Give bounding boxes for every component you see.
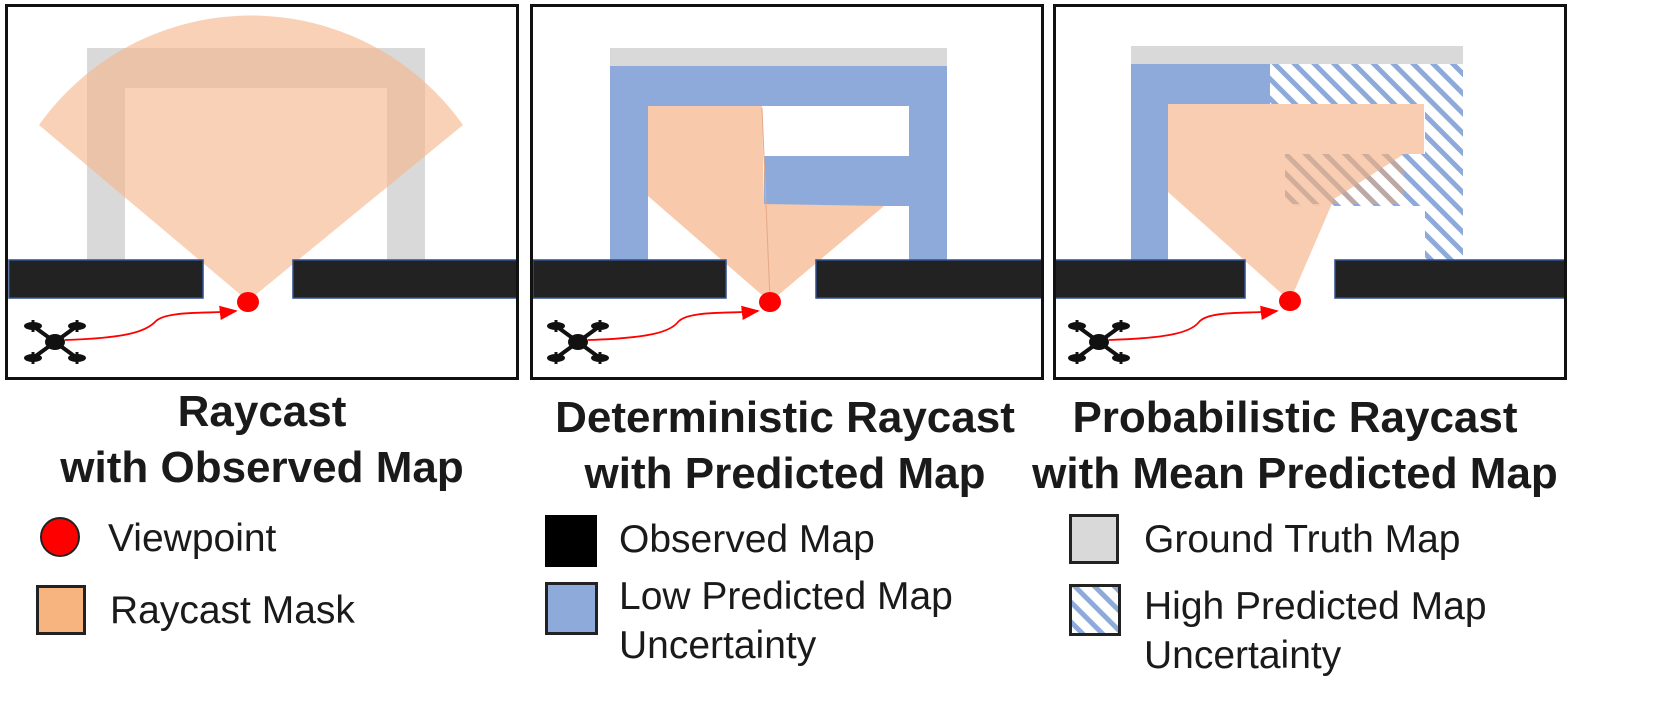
caption-line: with Mean Predicted Map <box>1032 449 1558 498</box>
panel-probabilistic-predicted <box>1053 4 1567 380</box>
caption-line: with Observed Map <box>60 443 464 492</box>
low-uncertainty-swatch <box>545 582 598 635</box>
caption-line: Raycast <box>177 387 347 436</box>
predicted-low-uncertainty <box>1131 64 1271 260</box>
panel-deterministic-predicted <box>530 4 1044 380</box>
legend-label: Ground Truth Map <box>1144 518 1461 561</box>
raycast-mask-swatch <box>36 585 86 635</box>
predicted-low-uncertainty <box>610 66 947 261</box>
ground-truth-strip <box>1131 46 1463 66</box>
caption-line: with Predicted Map <box>584 449 986 498</box>
trajectory-arrow-icon <box>64 305 238 341</box>
legend-label: High Predicted Map <box>1144 585 1487 628</box>
ground-truth-swatch <box>1069 514 1119 564</box>
viewpoint-icon <box>40 517 80 557</box>
legend-viewpoint: Viewpoint <box>38 515 276 563</box>
legend-observed-map: Observed Map <box>545 515 875 567</box>
observed-wall-right <box>815 259 1043 299</box>
caption-panel-1: Raycast with Observed Map <box>0 384 532 496</box>
legend-label: Raycast Mask <box>110 589 355 632</box>
viewpoint-marker-icon <box>759 292 781 312</box>
viewpoint-marker-icon <box>237 292 259 312</box>
legend-label: Uncertainty <box>1144 634 1342 677</box>
observed-map-swatch <box>545 515 597 567</box>
high-uncertainty-swatch <box>1069 584 1121 636</box>
ground-truth-strip <box>610 48 947 68</box>
caption-line: Probabilistic Raycast <box>1072 393 1518 442</box>
observed-wall-left <box>532 259 727 299</box>
legend-label: Low Predicted Map <box>619 575 953 618</box>
legend-raycast-mask: Raycast Mask <box>36 585 355 635</box>
caption-panel-2: Deterministic Raycast with Predicted Map <box>515 390 1055 502</box>
legend-label: Uncertainty <box>619 624 817 667</box>
trajectory-arrow-icon <box>1108 305 1279 341</box>
legend-low-uncertainty: Low Predicted Map Uncertainty <box>545 575 953 670</box>
legend-ground-truth: Ground Truth Map <box>1069 514 1461 564</box>
panel-observed-map <box>5 4 519 380</box>
caption-line: Deterministic Raycast <box>555 393 1015 442</box>
trajectory-arrow-icon <box>587 305 760 341</box>
observed-wall-right <box>1334 259 1566 299</box>
observed-wall-left <box>8 259 204 299</box>
raycast-mask-occluded <box>648 106 884 302</box>
caption-panel-3: Probabilistic Raycast with Mean Predicte… <box>1025 390 1565 502</box>
viewpoint-marker-icon <box>1279 291 1301 311</box>
legend-high-uncertainty: High Predicted Map Uncertainty <box>1069 584 1487 680</box>
observed-wall-left <box>1054 259 1246 299</box>
observed-wall-right <box>292 259 518 299</box>
legend-label: Observed Map <box>619 518 875 561</box>
raycast-mask-fan <box>39 15 463 302</box>
legend-label: Viewpoint <box>108 517 277 560</box>
